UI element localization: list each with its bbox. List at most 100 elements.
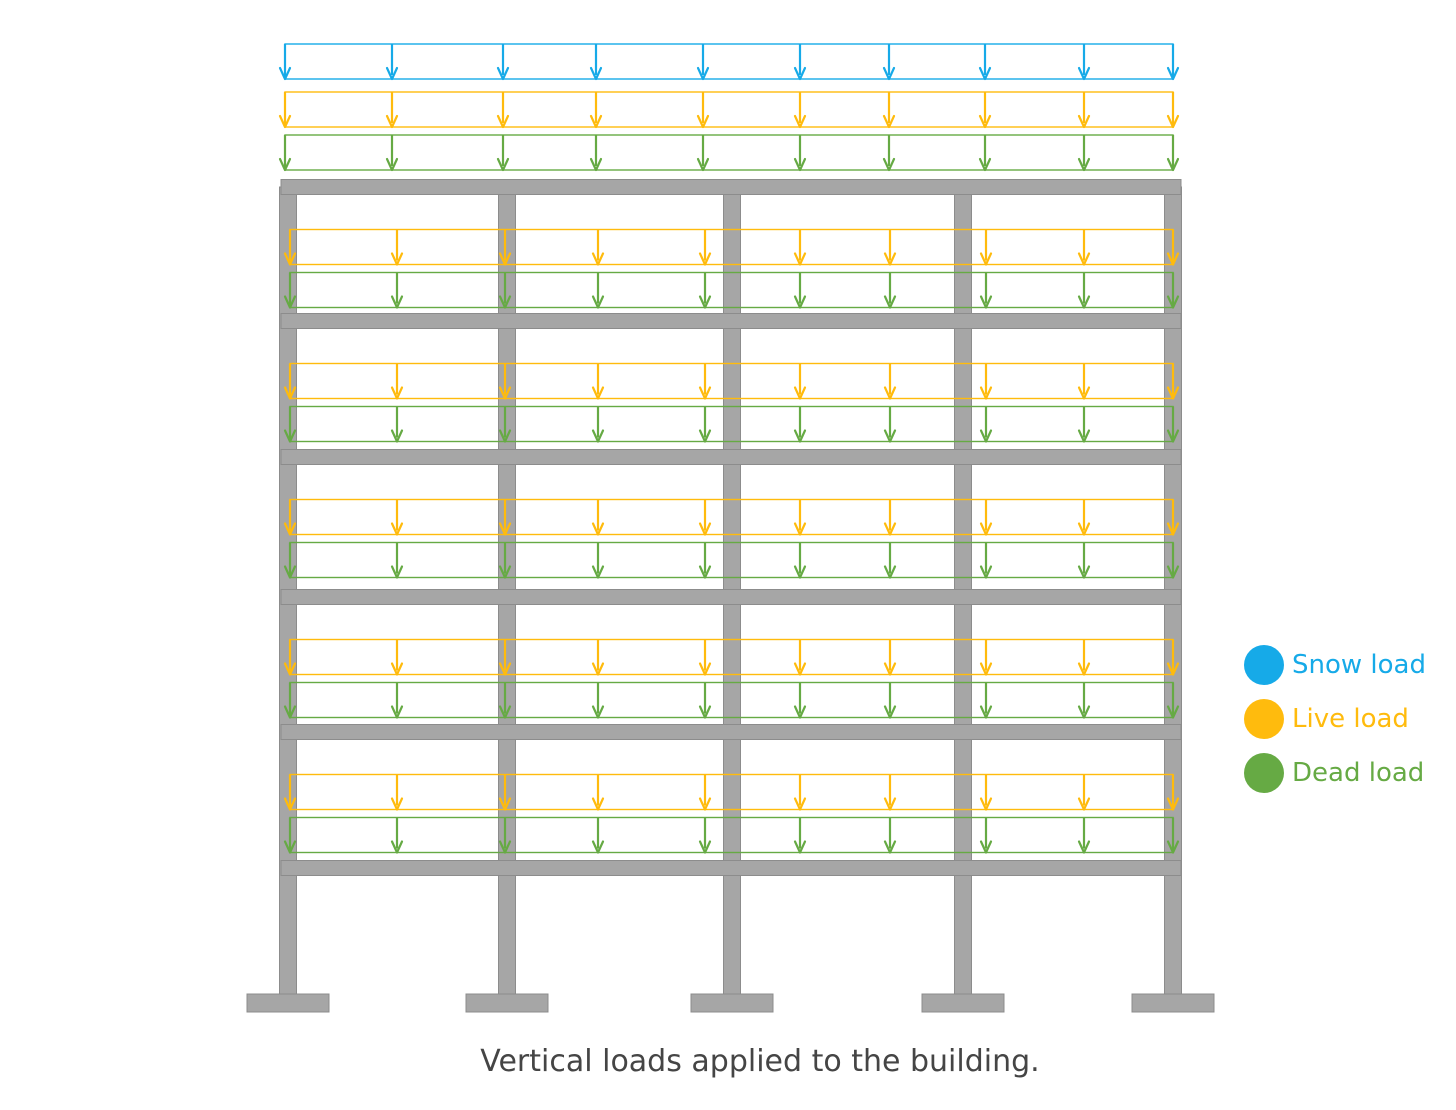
floor-beam [280,724,1182,740]
load-arrow-head [1077,114,1091,129]
load-arrow-head [883,797,897,811]
load-arrow-head [498,565,512,579]
load-arrow-head [979,705,993,719]
load-arrow-head [591,797,605,811]
load-strip-outline [284,91,1174,128]
load-arrow-head [1077,565,1091,579]
legend-label-live: Live load [1292,704,1409,734]
load-arrows [278,43,1180,854]
live-load-story-4 [283,638,1180,676]
load-arrow-head [979,522,993,536]
load-arrow-head [696,157,710,172]
load-arrow-head [979,429,993,443]
load-arrow-head [390,840,404,854]
load-arrow-head [283,705,297,719]
load-arrow-head [1166,295,1180,309]
load-arrow-head [793,295,807,309]
load-arrow-head [1166,386,1180,400]
floor-beam [280,860,1182,876]
dead-load-story-4 [283,681,1180,719]
load-arrow-head [978,157,992,172]
load-arrow-head [283,797,297,811]
dead-load-story-5 [283,816,1180,854]
load-arrow-head [390,522,404,536]
load-arrow-head [498,295,512,309]
legend-item-dead: Dead load [1244,746,1426,800]
load-arrow-head [283,840,297,854]
load-arrow-head [1077,705,1091,719]
load-arrow-head [882,114,896,129]
load-arrow-head [278,66,292,81]
load-arrow-head [498,797,512,811]
load-arrow-head [390,797,404,811]
live-load-marker [1244,699,1284,739]
load-arrow-head [1166,66,1180,81]
load-arrow-head [283,522,297,536]
load-arrow-head [793,797,807,811]
legend-item-snow: Snow load [1244,638,1426,692]
dead-load-story-1 [283,271,1180,309]
load-arrow-head [698,705,712,719]
load-arrow-head [793,66,807,81]
footing [465,993,549,1013]
legend: Snow load Live load Dead load [1244,638,1426,800]
load-arrow-head [793,662,807,676]
load-arrow-head [883,662,897,676]
floor-beam [280,449,1182,465]
load-arrow-head [1166,252,1180,266]
load-arrow-head [698,522,712,536]
load-arrow-head [882,157,896,172]
load-arrow-head [978,114,992,129]
load-arrow-head [1077,797,1091,811]
load-arrow-head [883,565,897,579]
load-arrow-head [589,66,603,81]
load-arrow-head [385,114,399,129]
load-arrow-head [591,565,605,579]
live-load-roof [278,91,1180,129]
load-arrow-head [278,157,292,172]
load-arrow-head [793,114,807,129]
load-arrow-head [698,386,712,400]
load-arrow-head [979,295,993,309]
load-arrow-head [591,522,605,536]
snow-load-marker [1244,645,1284,685]
load-arrow-head [1166,157,1180,172]
live-load-story-2 [283,362,1180,400]
figure-caption: Vertical loads applied to the building. [480,1044,1040,1079]
load-arrow-head [390,565,404,579]
load-arrow-head [390,386,404,400]
load-arrow-head [696,114,710,129]
load-arrow-head [698,295,712,309]
load-arrow-head [698,252,712,266]
load-arrow-head [978,66,992,81]
floor-beam [280,179,1182,195]
load-arrow-head [883,386,897,400]
load-arrow-head [591,386,605,400]
footing [690,993,774,1013]
load-arrow-head [883,295,897,309]
load-arrow-head [698,840,712,854]
load-arrow-head [591,295,605,309]
load-arrow-head [979,252,993,266]
load-arrow-head [591,429,605,443]
dead-load-roof [278,134,1180,172]
load-arrow-head [283,386,297,400]
load-arrow-head [283,295,297,309]
load-arrow-head [1166,429,1180,443]
dead-load-story-2 [283,405,1180,443]
load-arrow-head [1166,797,1180,811]
load-arrow-head [883,252,897,266]
load-strip-outline [284,43,1174,80]
load-arrow-head [591,252,605,266]
load-arrow-head [1166,840,1180,854]
load-arrow-head [1077,66,1091,81]
live-load-story-1 [283,228,1180,266]
footing [1131,993,1215,1013]
footing [921,993,1005,1013]
load-arrow-head [979,662,993,676]
load-arrow-head [589,157,603,172]
load-arrow-head [1166,565,1180,579]
load-arrow-head [390,662,404,676]
load-arrow-head [1077,662,1091,676]
